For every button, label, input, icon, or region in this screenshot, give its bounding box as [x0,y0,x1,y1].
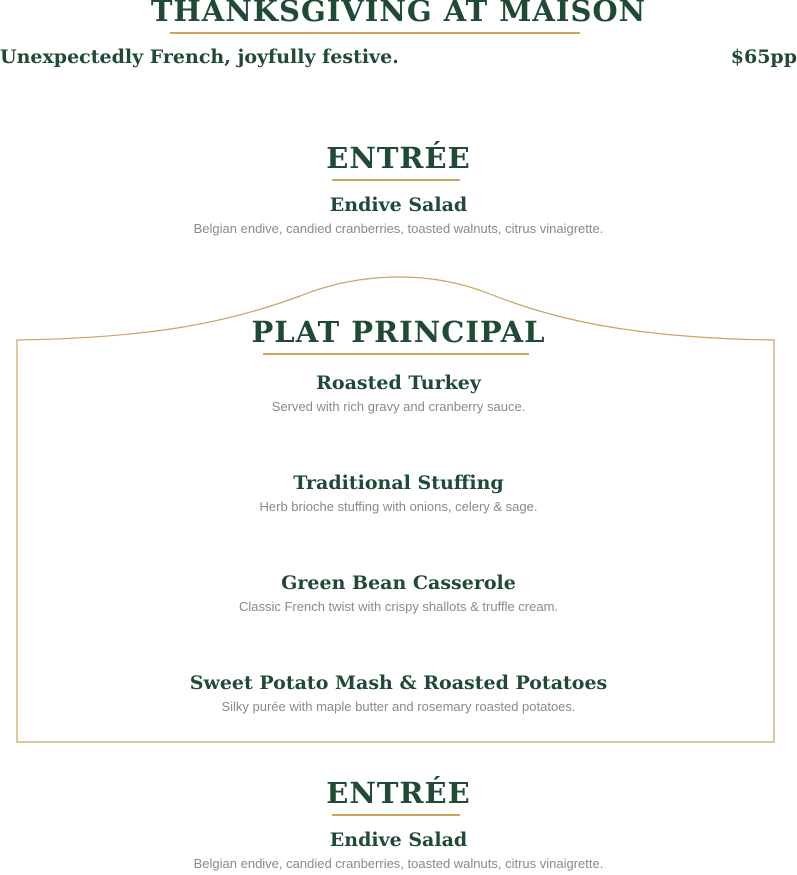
dish-description: Herb brioche stuffing with onions, celer… [259,499,538,514]
title-underline [170,32,580,34]
dish-description: Served with rich gravy and cranberry sau… [271,399,526,414]
menu-title: THANKSGIVING AT MAISON [150,0,647,28]
dish-name: Roasted Turkey [316,372,481,394]
section-underline [332,814,460,816]
dish-name: Sweet Potato Mash & Roasted Potatoes [189,672,608,694]
dish-name: Traditional Stuffing [293,472,504,494]
section-heading-entree: ENTRÉE [326,776,471,810]
dish-description: Belgian endive, candied cranberries, toa… [193,221,604,236]
dish-name: Endive Salad [329,829,468,851]
dish-description: Silky purée with maple butter and rosema… [221,699,576,714]
section-heading-entree: ENTRÉE [326,141,471,175]
menu-price: $65pp [730,46,797,68]
section-heading-plat-principal: PLAT PRINCIPAL [251,315,546,349]
section-underline [263,353,529,355]
menu-tagline: Unexpectedly French, joyfully festive. [0,46,399,68]
dish-name: Green Bean Casserole [281,572,516,594]
section-underline [332,179,460,181]
dish-description: Belgian endive, candied cranberries, toa… [193,856,604,871]
dish-description: Classic French twist with crispy shallot… [238,599,559,614]
dish-name: Endive Salad [329,194,468,216]
